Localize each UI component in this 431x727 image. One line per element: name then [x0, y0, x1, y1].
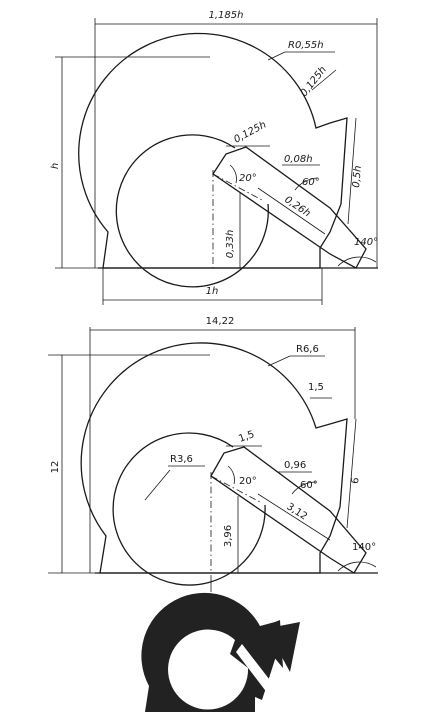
bottom-arm-dim: [257, 493, 331, 541]
bottom-slot-label: 1,5: [308, 382, 324, 393]
bottom-arm-label: 3,12: [284, 501, 309, 522]
solid-symbol: [141, 592, 300, 712]
bottom-centerline-d: [210, 475, 263, 504]
bottom-angle-tail-label: 140°: [352, 542, 376, 553]
bottom-arrow-arm: [210, 446, 367, 574]
bottom-angle-mid-label: 60°: [300, 480, 318, 491]
top-arm-label: 0,26h: [282, 194, 312, 219]
bottom-angle-mid-arc: [291, 481, 317, 495]
bottom-angle-small-label: 20°: [239, 476, 257, 487]
bottom-right-dim: [346, 418, 357, 529]
bottom-drawing: 14,22 12 R6,6 1,5 1,5 R3,6 20° 0,96 60°: [48, 316, 378, 592]
bottom-angle-small-arc: [227, 465, 235, 485]
top-inner-circle: [115, 134, 269, 288]
top-inner-height-label: 0,33h: [225, 230, 236, 259]
bottom-right-label: 6: [350, 477, 362, 484]
bottom-offset-label: 0,96: [284, 460, 306, 471]
bottom-inner-circle: [112, 432, 266, 586]
top-angle-small-arc: [229, 164, 237, 184]
top-angle-tail-label: 140°: [354, 237, 378, 248]
top-radius-label: R0,55h: [288, 40, 324, 51]
bottom-radius-leader: [267, 355, 291, 367]
top-angle-small-label: 20°: [239, 173, 257, 184]
bottom-radius-label: R6,6: [296, 344, 319, 355]
bottom-symbol-outline: [80, 342, 348, 574]
top-base-label: 1h: [206, 286, 219, 297]
bottom-dim-height-label: 12: [50, 461, 61, 474]
top-symbol-outline: [78, 32, 348, 269]
solid-symbol-body: [141, 592, 283, 712]
bottom-inner-label: 1,5: [237, 429, 256, 445]
solid-symbol-arrow: [235, 622, 300, 700]
bottom-angle-tail-arc: [337, 561, 377, 572]
top-dim-height-label: h: [50, 163, 61, 169]
top-drawing: 1,185h h R0,55h 0,125h 0,125h 20° 0,08h …: [50, 10, 378, 305]
top-slot-dim: [311, 69, 337, 91]
bottom-inner-radius-label: R3,6: [170, 454, 193, 465]
top-right-dim: [347, 117, 357, 225]
top-right-label: 0,5h: [351, 165, 364, 188]
bottom-inner-height-label: 3,96: [223, 525, 234, 547]
top-dim-width-label: 1,185h: [209, 10, 244, 21]
top-angle-tail-arc: [337, 256, 377, 267]
top-arm-dim: [257, 187, 326, 235]
top-slot-label: 0,125h: [299, 65, 329, 99]
top-arrow-arm: [212, 146, 367, 269]
top-radius-leader: [267, 51, 286, 61]
top-angle-mid-label: 60°: [302, 177, 320, 188]
top-centerline-d: [212, 173, 263, 201]
bottom-inner-radius-leader: [144, 469, 171, 501]
bottom-dim-width-label: 14,22: [206, 316, 235, 327]
solid-symbol-cut: [236, 644, 276, 694]
top-inner-label: 0,125h: [232, 120, 268, 146]
top-offset-label: 0,08h: [284, 154, 313, 165]
top-angle-mid-arc: [294, 177, 319, 191]
